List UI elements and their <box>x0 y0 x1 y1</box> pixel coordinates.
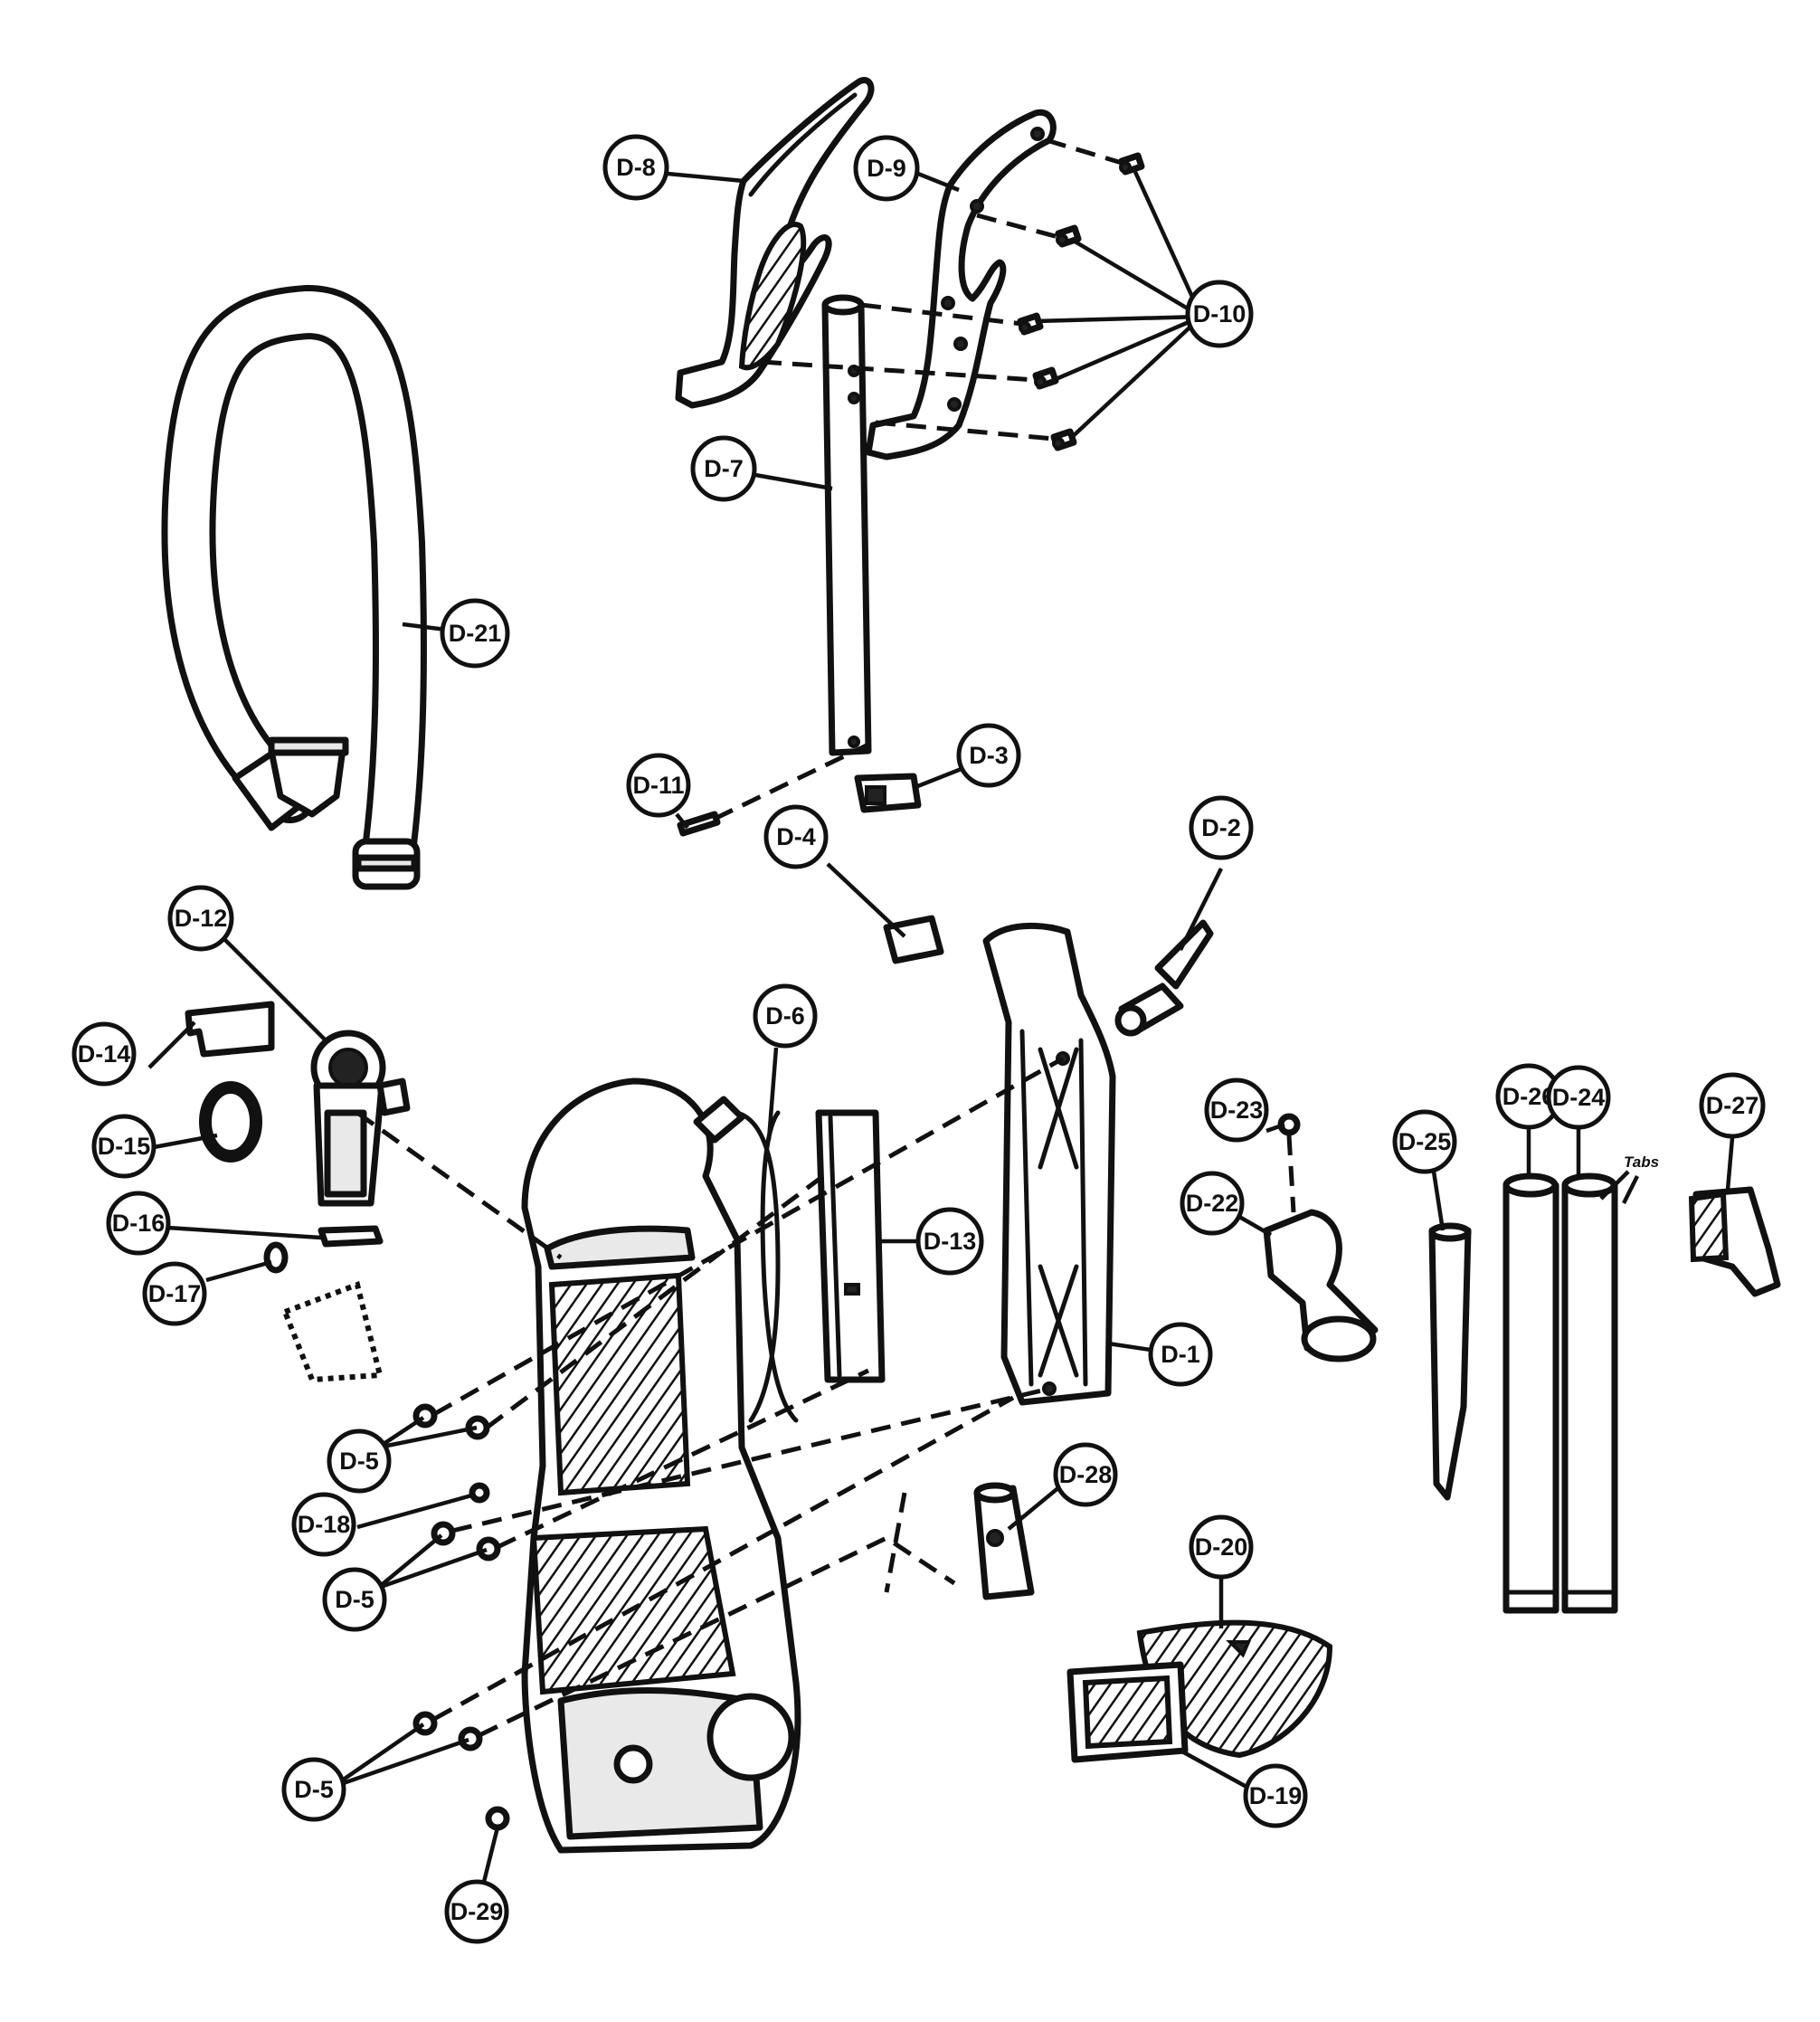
callout-d16: D-16 <box>106 1191 171 1256</box>
handle-left-half-part <box>675 77 875 409</box>
body-screws-part <box>412 1403 510 1831</box>
callout-d18: D-18 <box>291 1492 356 1557</box>
callout-d20: D-20 <box>1189 1514 1254 1580</box>
belt-ring-part <box>199 1081 262 1163</box>
dusting-brush-part <box>1688 1186 1781 1297</box>
svg-text:D-11: D-11 <box>632 772 684 799</box>
svg-text:D-5: D-5 <box>335 1586 374 1613</box>
svg-text:D-24: D-24 <box>1552 1084 1606 1111</box>
svg-text:D-5: D-5 <box>339 1448 379 1475</box>
tabs-note: Tabs <box>1624 1153 1659 1171</box>
svg-text:D-14: D-14 <box>78 1040 131 1068</box>
svg-text:D-19: D-19 <box>1249 1782 1303 1809</box>
callout-d4: D-4 <box>763 804 829 869</box>
extension-wand-1-part <box>1502 1172 1559 1614</box>
callout-d13: D-13 <box>915 1207 984 1276</box>
small-plug-part <box>263 1241 289 1274</box>
callout-d1: D-1 <box>1148 1322 1213 1387</box>
svg-text:D-13: D-13 <box>924 1228 977 1255</box>
callout-d28: D-28 <box>1053 1442 1118 1507</box>
handle-right-half-part <box>865 109 1057 460</box>
cord-hook-part <box>883 915 944 964</box>
callout-d24: D-24 <box>1546 1065 1611 1130</box>
main-body-housing-part <box>521 1077 801 1854</box>
callout-d19: D-19 <box>1243 1763 1308 1828</box>
callout-d5-bottom: D-5 <box>281 1757 346 1822</box>
svg-text:D-12: D-12 <box>175 905 228 932</box>
callout-d9: D-9 <box>853 135 920 202</box>
svg-text:D-8: D-8 <box>616 154 656 181</box>
extension-wand-2-part <box>1561 1170 1640 1614</box>
callout-d2: D-2 <box>1189 795 1254 860</box>
callout-d15: D-15 <box>91 1114 156 1179</box>
svg-text:D-3: D-3 <box>969 742 1009 769</box>
handle-release-part <box>854 773 922 813</box>
callout-d21: D-21 <box>440 598 510 669</box>
clip-part <box>185 1001 275 1058</box>
callout-d14: D-14 <box>71 1021 137 1087</box>
hose-adapter-part <box>1114 919 1214 1037</box>
svg-text:D-6: D-6 <box>765 1002 805 1030</box>
hose-part <box>161 284 427 890</box>
svg-text:D-9: D-9 <box>867 155 906 182</box>
svg-text:D-28: D-28 <box>1059 1461 1113 1488</box>
svg-text:D-5: D-5 <box>294 1776 334 1803</box>
gasket-part <box>318 1225 384 1248</box>
callout-d11: D-11 <box>626 753 691 818</box>
callout-d23: D-23 <box>1204 1077 1269 1143</box>
svg-text:D-20: D-20 <box>1195 1533 1248 1561</box>
tool-holder-part <box>1263 1209 1379 1362</box>
filter-sock-part <box>281 1281 384 1383</box>
callout-d27: D-27 <box>1699 1072 1766 1139</box>
callout-d10: D-10 <box>1185 280 1254 348</box>
svg-text:D-29: D-29 <box>450 1898 504 1925</box>
handle-tube-part <box>821 294 872 756</box>
pin-part <box>677 811 721 837</box>
callout-d17: D-17 <box>142 1261 207 1326</box>
callout-d5-middle: D-5 <box>322 1567 387 1632</box>
rear-cover-part <box>982 922 1116 1406</box>
callout-d29: D-29 <box>444 1879 509 1944</box>
svg-text:D-16: D-16 <box>112 1210 166 1237</box>
cord-wrap-part <box>735 1110 799 1423</box>
svg-text:D-23: D-23 <box>1210 1096 1264 1124</box>
crevice-tool-part <box>1428 1222 1472 1501</box>
agitator-bearing-part <box>973 1482 1035 1600</box>
svg-text:D-15: D-15 <box>98 1133 151 1160</box>
callout-d25: D-25 <box>1392 1109 1457 1174</box>
callout-d8: D-8 <box>602 134 669 201</box>
svg-text:D-26: D-26 <box>1502 1083 1556 1110</box>
handle-screws-part <box>1017 152 1145 451</box>
svg-text:D-27: D-27 <box>1706 1092 1759 1119</box>
callout-d7: D-7 <box>690 435 757 502</box>
svg-text:D-17: D-17 <box>148 1280 202 1307</box>
callout-d3: D-3 <box>956 723 1021 788</box>
leader-lines <box>147 171 1735 1883</box>
callout-d12: D-12 <box>167 885 234 952</box>
callout-d5-top: D-5 <box>327 1429 392 1494</box>
callout-d26: D-26 <box>1495 1063 1562 1130</box>
callout-d6: D-6 <box>753 983 818 1049</box>
hepa-filter-part <box>1066 1661 1189 1763</box>
hose-connector-part <box>310 1030 411 1207</box>
svg-text:D-7: D-7 <box>704 455 744 482</box>
callout-d22: D-22 <box>1180 1171 1245 1236</box>
svg-text:D-25: D-25 <box>1398 1128 1452 1155</box>
svg-text:D-22: D-22 <box>1186 1190 1239 1217</box>
svg-text:D-10: D-10 <box>1193 300 1247 328</box>
svg-text:D-1: D-1 <box>1161 1341 1200 1368</box>
svg-text:D-21: D-21 <box>449 620 502 647</box>
svg-text:D-4: D-4 <box>776 823 816 850</box>
cover-strip-part <box>815 1109 886 1383</box>
svg-text:D-2: D-2 <box>1201 814 1241 841</box>
svg-text:D-18: D-18 <box>298 1511 351 1538</box>
